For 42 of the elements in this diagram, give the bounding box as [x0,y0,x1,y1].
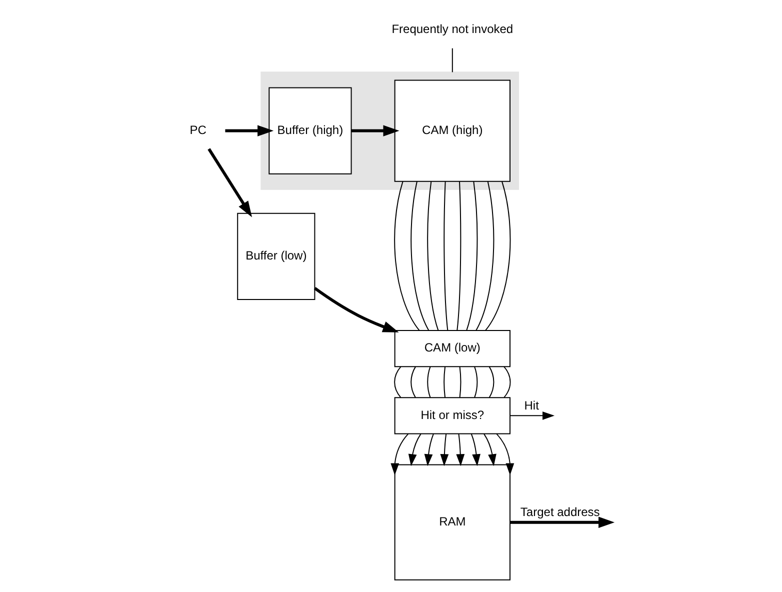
node-box: Buffer (low) [237,212,316,300]
connector [427,181,439,331]
edge-label: Hit [524,398,539,412]
connector [466,181,478,331]
connector [394,366,402,398]
arrow [470,433,480,466]
node-box: CAM (high) [394,80,510,182]
arrow [510,516,615,528]
arrow [390,433,409,476]
arrow [496,433,514,476]
connector [474,366,478,398]
arrow [351,125,400,136]
arrow [408,433,422,466]
node-box: CAM (low) [394,330,510,368]
arrow [424,433,434,466]
arrow [225,125,274,136]
connector [485,181,511,331]
connector [488,366,494,398]
connector [410,366,416,398]
connector [476,181,494,331]
arrow [208,148,252,218]
edge-label: Target address [520,504,600,519]
connector [427,366,431,398]
connector [504,366,511,398]
arrow [456,433,465,466]
arrow [510,411,555,420]
connector [459,366,462,398]
connector [410,181,430,331]
node-box: RAM [394,464,510,580]
node-box: Buffer (high) [268,87,352,174]
arrow [484,433,496,466]
arrow [314,287,399,332]
node-text: Frequently not invoked [392,22,514,36]
connector [444,181,448,331]
connector [394,181,420,331]
arrow [440,433,449,466]
cluster [260,72,519,190]
connector [452,48,453,73]
connector [444,366,446,398]
connector [456,181,462,331]
node-box: Hit or miss? [394,397,510,434]
node-text: PC [190,122,206,137]
